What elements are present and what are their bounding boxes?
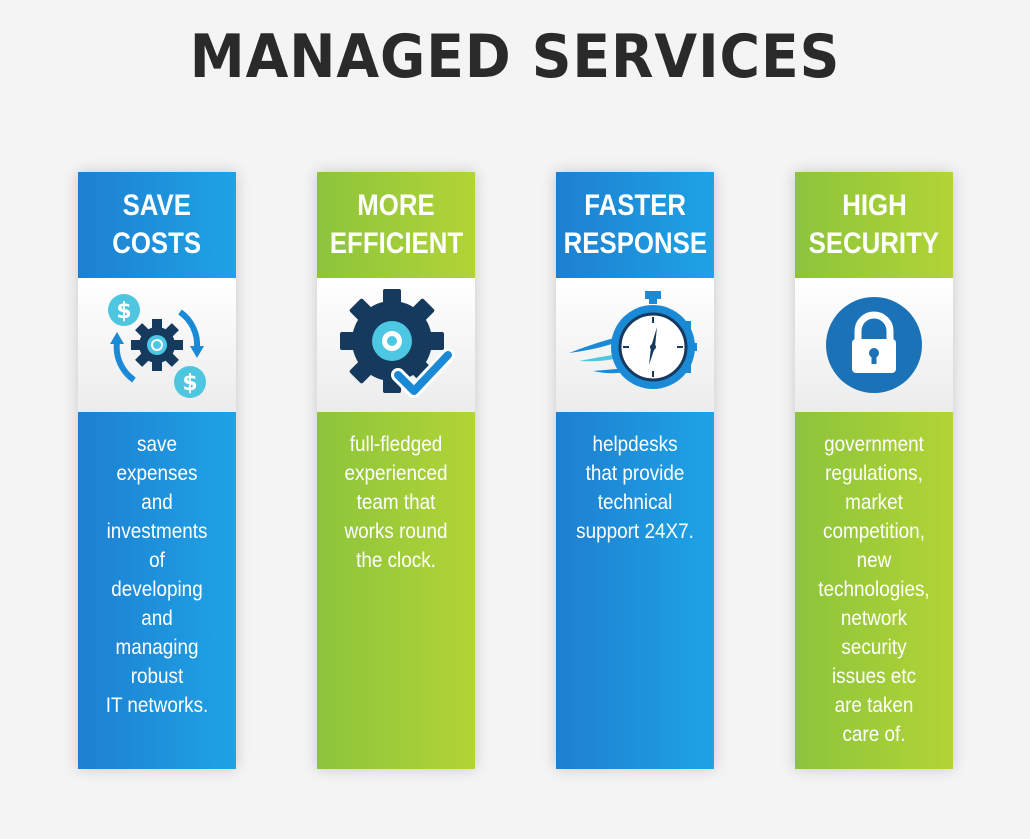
card-description: government regulations, market competiti…: [808, 430, 939, 749]
page-title: MANAGED SERVICES: [189, 22, 841, 92]
card-description: save expenses and investments of develop…: [91, 430, 222, 720]
description-line: and: [141, 607, 173, 630]
card-heading: MORE EFFICIENT: [317, 172, 475, 278]
card-description: full-fledged experienced team that works…: [330, 430, 461, 575]
icon-band: [795, 278, 953, 412]
description-line: government: [824, 433, 924, 456]
icon-band: [556, 278, 714, 412]
description-line: new: [856, 549, 892, 572]
description-line: investments: [106, 520, 208, 543]
card-heading-line: SAVE: [122, 189, 192, 222]
card-heading-line: HIGH: [841, 189, 907, 222]
description-line: IT networks.: [105, 694, 209, 717]
description-line: regulations,: [825, 462, 923, 485]
card-heading-line: EFFICIENT: [329, 227, 463, 260]
description-line: developing: [111, 578, 203, 601]
description-line: technologies,: [818, 578, 930, 601]
description-line: save: [137, 433, 177, 456]
card-heading-line: MORE: [357, 189, 435, 222]
description-line: experienced: [344, 462, 448, 485]
description-line: full-fledged: [349, 433, 443, 456]
card-faster-response: FASTER RESPONSE: [556, 172, 714, 769]
svg-text:$: $: [182, 371, 197, 396]
description-line: competition,: [823, 520, 925, 543]
card-heading: HIGH SECURITY: [795, 172, 953, 278]
card-description: helpdesks that provide technical support…: [569, 430, 700, 546]
description-line: managing: [115, 636, 199, 659]
card-heading: FASTER RESPONSE: [556, 172, 714, 278]
icon-band: $ $: [78, 278, 236, 412]
card-heading-line: FASTER: [584, 189, 686, 222]
description-line: issues etc: [831, 665, 917, 688]
card-heading: SAVE COSTS: [78, 172, 236, 278]
icon-band: [317, 278, 475, 412]
description-line: care of.: [842, 723, 906, 746]
stopwatch-icon: [569, 291, 697, 389]
description-line: team that: [356, 491, 436, 514]
card-heading-line: SECURITY: [808, 227, 940, 260]
money-gear-cycle-icon: $ $: [108, 294, 206, 398]
description-line: and: [141, 491, 173, 514]
description-line: the clock.: [356, 549, 436, 572]
card-heading-line: COSTS: [112, 227, 202, 260]
description-line: security: [841, 636, 907, 659]
description-line: that provide: [585, 462, 685, 485]
description-line: expenses: [116, 462, 198, 485]
description-line: works round: [344, 520, 448, 543]
description-line: of: [149, 549, 165, 572]
card-more-efficient: MORE EFFICIENT: [317, 172, 475, 769]
description-line: support 24X7.: [576, 520, 694, 543]
padlock-icon: [826, 297, 922, 393]
card-save-costs: SAVE COSTS: [78, 172, 236, 769]
gear-check-icon: [340, 289, 455, 398]
description-line: market: [845, 491, 903, 514]
card-high-security: HIGH SECURITY government regulations, ma…: [795, 172, 953, 769]
card-heading-line: RESPONSE: [563, 227, 707, 260]
svg-text:$: $: [116, 299, 131, 324]
description-line: technical: [597, 491, 673, 514]
description-line: helpdesks: [592, 433, 678, 456]
description-line: network: [840, 607, 908, 630]
description-line: are taken: [834, 694, 914, 717]
description-line: robust: [130, 665, 184, 688]
